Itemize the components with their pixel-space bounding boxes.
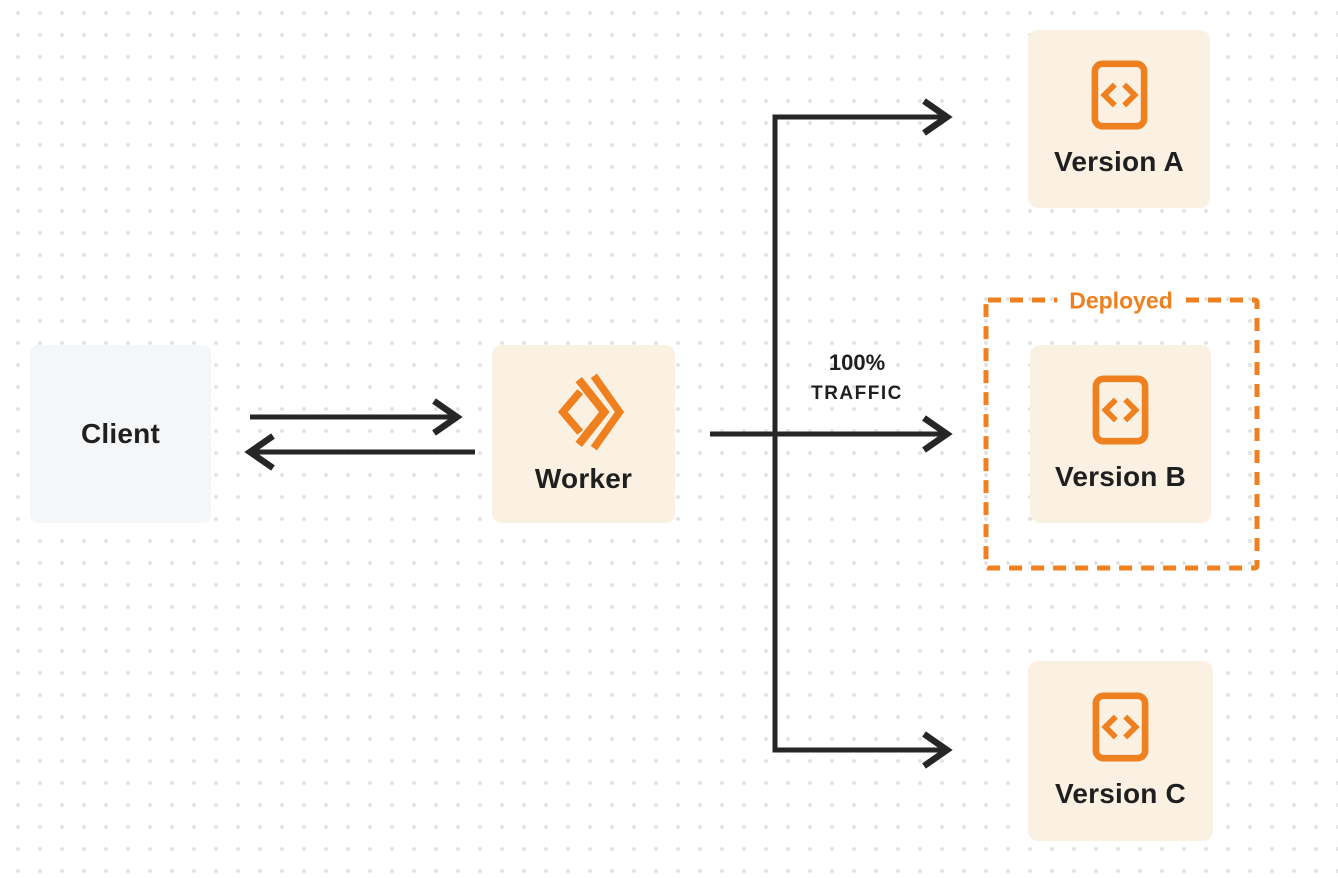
worker-node[interactable]: Worker <box>492 345 675 523</box>
deployed-group-label: Deployed <box>1057 287 1185 315</box>
version-a-label: Version A <box>1054 146 1184 177</box>
code-file-icon <box>1092 375 1149 445</box>
client-node[interactable]: Client <box>30 345 211 523</box>
version-b-node[interactable]: Version B <box>1030 345 1211 523</box>
arrow-worker-to-client <box>244 433 475 471</box>
code-file-icon <box>1092 692 1149 762</box>
worker-label: Worker <box>534 463 633 494</box>
code-file-icon <box>1091 60 1147 130</box>
version-c-label: Version C <box>1055 778 1186 809</box>
cloudflare-workers-logo-icon <box>557 373 624 451</box>
traffic-percentage-label: 100% TRAFFIC <box>799 350 915 405</box>
arrow-client-to-worker <box>250 398 463 436</box>
traffic-word-text: TRAFFIC <box>811 383 903 404</box>
version-c-node[interactable]: Version C <box>1028 661 1213 841</box>
version-b-label: Version B <box>1055 461 1186 492</box>
arrow-worker-to-version-b <box>710 415 953 453</box>
client-label: Client <box>81 418 160 449</box>
version-a-node[interactable]: Version A <box>1028 30 1210 208</box>
branch-arrow-to-version-c <box>772 434 953 769</box>
traffic-percent-text: 100% <box>828 350 886 375</box>
